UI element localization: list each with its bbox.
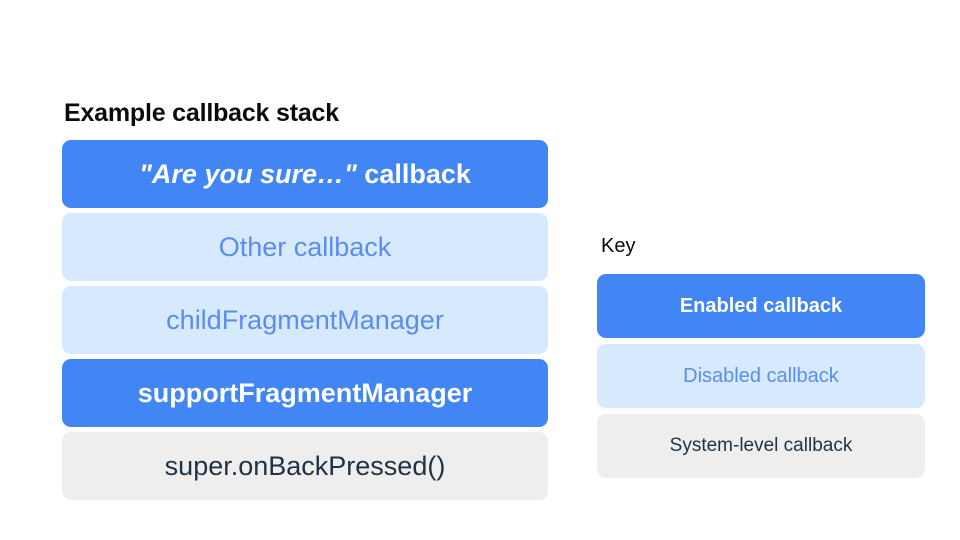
stack-item-super-on-back-pressed: super.onBackPressed() [62,432,548,500]
callback-stack-panel: Example callback stack "Are you sure…" c… [62,98,548,500]
stack-item-are-you-sure-callback: "Are you sure…" callback [62,140,548,208]
stack-item-other-callback: Other callback [62,213,548,281]
stack-item-child-fragment-manager: childFragmentManager [62,286,548,354]
stack-item-label: supportFragmentManager [137,377,473,408]
key-title: Key [601,235,636,257]
key-item-label: Enabled callback [679,295,843,317]
key-item-system-level-callback: System-level callback [597,414,925,478]
stack-item-label: "Are you sure…" callback [139,159,471,190]
key-panel: Key Enabled callback Disabled callback S… [597,234,925,478]
stack-item-label: Other callback [218,231,392,262]
key-item-enabled-callback: Enabled callback [597,274,925,338]
stack-item-support-fragment-manager: supportFragmentManager [62,359,548,427]
page-title: Example callback stack [64,99,339,127]
key-item-label: Disabled callback [683,365,839,387]
key-item-label: System-level callback [669,435,853,456]
key-item-disabled-callback: Disabled callback [597,344,925,408]
stack-item-label-plain: callback [356,158,471,189]
stack-item-label: childFragmentManager [166,304,444,335]
stack-item-label: super.onBackPressed() [164,450,446,481]
stack-item-label-quoted: "Are you sure…" [139,158,357,189]
